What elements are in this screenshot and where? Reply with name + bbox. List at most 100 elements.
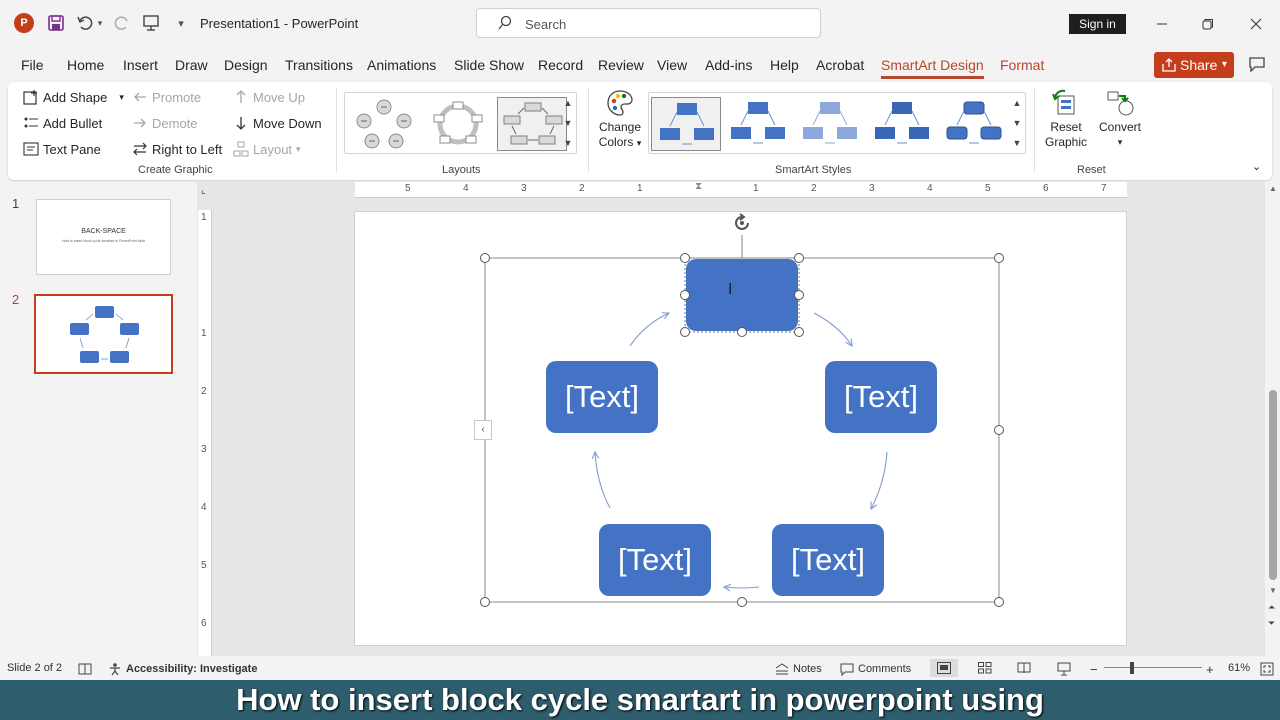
style-option-white-outline[interactable] — [723, 97, 793, 151]
move-down-button[interactable]: Move Down — [233, 115, 322, 131]
tab-help[interactable]: Help — [770, 57, 799, 73]
restore-icon[interactable] — [1196, 12, 1220, 36]
tab-animations[interactable]: Animations — [367, 57, 437, 73]
gallery-scroll-up-icon[interactable]: ▲ — [563, 98, 573, 108]
tab-review[interactable]: Review — [598, 57, 644, 73]
promote-button[interactable]: Promote — [132, 89, 201, 105]
tab-design[interactable]: Design — [224, 57, 268, 73]
scroll-up-icon[interactable]: ▲ — [1269, 184, 1277, 193]
vertical-ruler[interactable]: 1 1 2 3 4 5 6 — [198, 210, 212, 656]
resize-handle[interactable] — [994, 253, 1004, 263]
slide-thumbnail-2[interactable] — [34, 294, 173, 374]
collapse-ribbon-icon[interactable]: ⌄ — [1252, 161, 1262, 173]
style-option-simple-fill[interactable] — [651, 97, 721, 151]
undo-icon[interactable] — [74, 12, 96, 34]
layout-button[interactable]: Layout ▾ — [233, 141, 301, 157]
search-box[interactable]: Search — [476, 8, 821, 38]
zoom-level[interactable]: 61% — [1228, 662, 1251, 674]
tab-transitions[interactable]: Transitions — [285, 57, 353, 73]
fit-slide-icon[interactable] — [1260, 662, 1274, 676]
tab-smartart-design[interactable]: SmartArt Design — [881, 57, 984, 79]
slide-show-view-icon[interactable] — [1057, 662, 1071, 676]
style-option-intense-effect[interactable] — [939, 97, 1009, 151]
cycle-node-top[interactable] — [686, 259, 798, 331]
node-resize-handle[interactable] — [737, 327, 747, 337]
node-resize-handle[interactable] — [680, 253, 690, 263]
present-from-start-icon[interactable] — [140, 12, 162, 34]
zoom-in-icon[interactable]: + — [1206, 662, 1214, 677]
styles-scroll-up-icon[interactable]: ▲ — [1012, 98, 1022, 108]
tab-slide-show[interactable]: Slide Show — [454, 57, 525, 73]
scroll-down-icon[interactable]: ▼ — [1269, 586, 1277, 595]
tab-record[interactable]: Record — [538, 57, 584, 73]
add-bullet-button[interactable]: Add Bullet — [23, 115, 102, 131]
tab-format[interactable]: Format — [1000, 57, 1045, 73]
close-icon[interactable] — [1244, 12, 1268, 36]
add-shape-dropdown-icon[interactable]: ▾ — [119, 91, 124, 102]
node-resize-handle[interactable] — [794, 253, 804, 263]
text-pane-toggle-icon[interactable]: ‹ — [474, 420, 492, 440]
sign-in-button[interactable]: Sign in — [1069, 14, 1126, 34]
rotate-handle-icon[interactable] — [731, 212, 753, 234]
vertical-scrollbar[interactable]: ▲ ▼ ⏶ ⏷ — [1266, 182, 1280, 656]
ruler-indent-marker-icon[interactable]: ⧗ — [695, 182, 703, 192]
node-resize-handle[interactable] — [680, 327, 690, 337]
customize-qat-icon[interactable]: ▾ — [178, 17, 184, 30]
cycle-node-right[interactable]: [Text] — [825, 361, 937, 433]
reading-view-icon[interactable] — [1017, 662, 1031, 674]
previous-slide-icon[interactable]: ⏶ — [1268, 602, 1276, 612]
minimize-icon[interactable] — [1150, 12, 1174, 36]
comments-button[interactable]: Comments — [840, 662, 911, 676]
smartart-styles-gallery[interactable]: ▲ ▼ ▼ — [648, 92, 1026, 154]
add-shape-button[interactable]: Add Shape ▾ — [23, 89, 124, 105]
redo-icon[interactable] — [111, 12, 133, 34]
layout-option-continuous-cycle[interactable] — [423, 97, 493, 151]
styles-scroll-down-icon[interactable]: ▼ — [1012, 118, 1022, 128]
node-resize-handle[interactable] — [794, 290, 804, 300]
tab-add-ins[interactable]: Add-ins — [705, 57, 753, 73]
share-button[interactable]: Share ▾ — [1154, 52, 1234, 78]
tab-stop-selector-icon[interactable]: ⌞ — [201, 185, 206, 196]
layouts-gallery[interactable]: ▲ ▼ ▼ — [344, 92, 577, 154]
right-to-left-button[interactable]: Right to Left — [132, 141, 222, 157]
tab-draw[interactable]: Draw — [175, 57, 208, 73]
normal-view-icon[interactable] — [930, 659, 958, 677]
tab-acrobat[interactable]: Acrobat — [816, 57, 865, 73]
tab-file[interactable]: File — [21, 57, 44, 73]
horizontal-ruler[interactable]: 5 4 3 2 1 ⧗ 1 2 3 4 5 6 7 — [355, 182, 1127, 198]
resize-handle[interactable] — [480, 253, 490, 263]
cycle-node-left[interactable]: [Text] — [546, 361, 658, 433]
undo-dropdown-icon[interactable]: ▾ — [97, 17, 103, 28]
spelling-check-icon[interactable] — [78, 662, 92, 676]
node-resize-handle[interactable] — [794, 327, 804, 337]
convert-button[interactable]: Convert ▾ — [1090, 88, 1150, 150]
scrollbar-thumb[interactable] — [1269, 390, 1277, 580]
zoom-out-icon[interactable]: − — [1090, 662, 1098, 677]
zoom-slider[interactable] — [1104, 667, 1202, 668]
accessibility-checker[interactable]: Accessibility: Investigate — [108, 662, 257, 676]
slide-thumbnail-1[interactable]: BACK-SPACE How to insert block cycle sma… — [36, 199, 171, 275]
comments-pane-icon[interactable] — [1248, 55, 1266, 76]
styles-more-icon[interactable]: ▼ — [1012, 138, 1022, 148]
share-dropdown-icon[interactable]: ▾ — [1222, 59, 1228, 70]
cycle-node-bottom-left[interactable]: [Text] — [599, 524, 711, 596]
layout-option-basic-cycle[interactable] — [349, 97, 419, 151]
gallery-scroll-down-icon[interactable]: ▼ — [563, 118, 573, 128]
resize-handle[interactable] — [737, 597, 747, 607]
slide-sorter-view-icon[interactable] — [978, 662, 992, 674]
layout-option-block-cycle[interactable] — [497, 97, 567, 151]
tab-view[interactable]: View — [657, 57, 688, 73]
tab-insert[interactable]: Insert — [123, 57, 159, 73]
notes-button[interactable]: Notes — [775, 662, 822, 676]
zoom-slider-thumb[interactable] — [1130, 662, 1134, 674]
change-colors-button[interactable]: Change Colors ▾ — [594, 88, 646, 151]
resize-handle[interactable] — [480, 597, 490, 607]
demote-button[interactable]: Demote — [132, 115, 198, 131]
cycle-node-bottom-right[interactable]: [Text] — [772, 524, 884, 596]
next-slide-icon[interactable]: ⏷ — [1268, 618, 1276, 628]
text-pane-button[interactable]: Text Pane — [23, 141, 101, 157]
resize-handle[interactable] — [994, 597, 1004, 607]
style-option-subtle-effect[interactable] — [795, 97, 865, 151]
style-option-moderate-effect[interactable] — [867, 97, 937, 151]
move-up-button[interactable]: Move Up — [233, 89, 305, 105]
